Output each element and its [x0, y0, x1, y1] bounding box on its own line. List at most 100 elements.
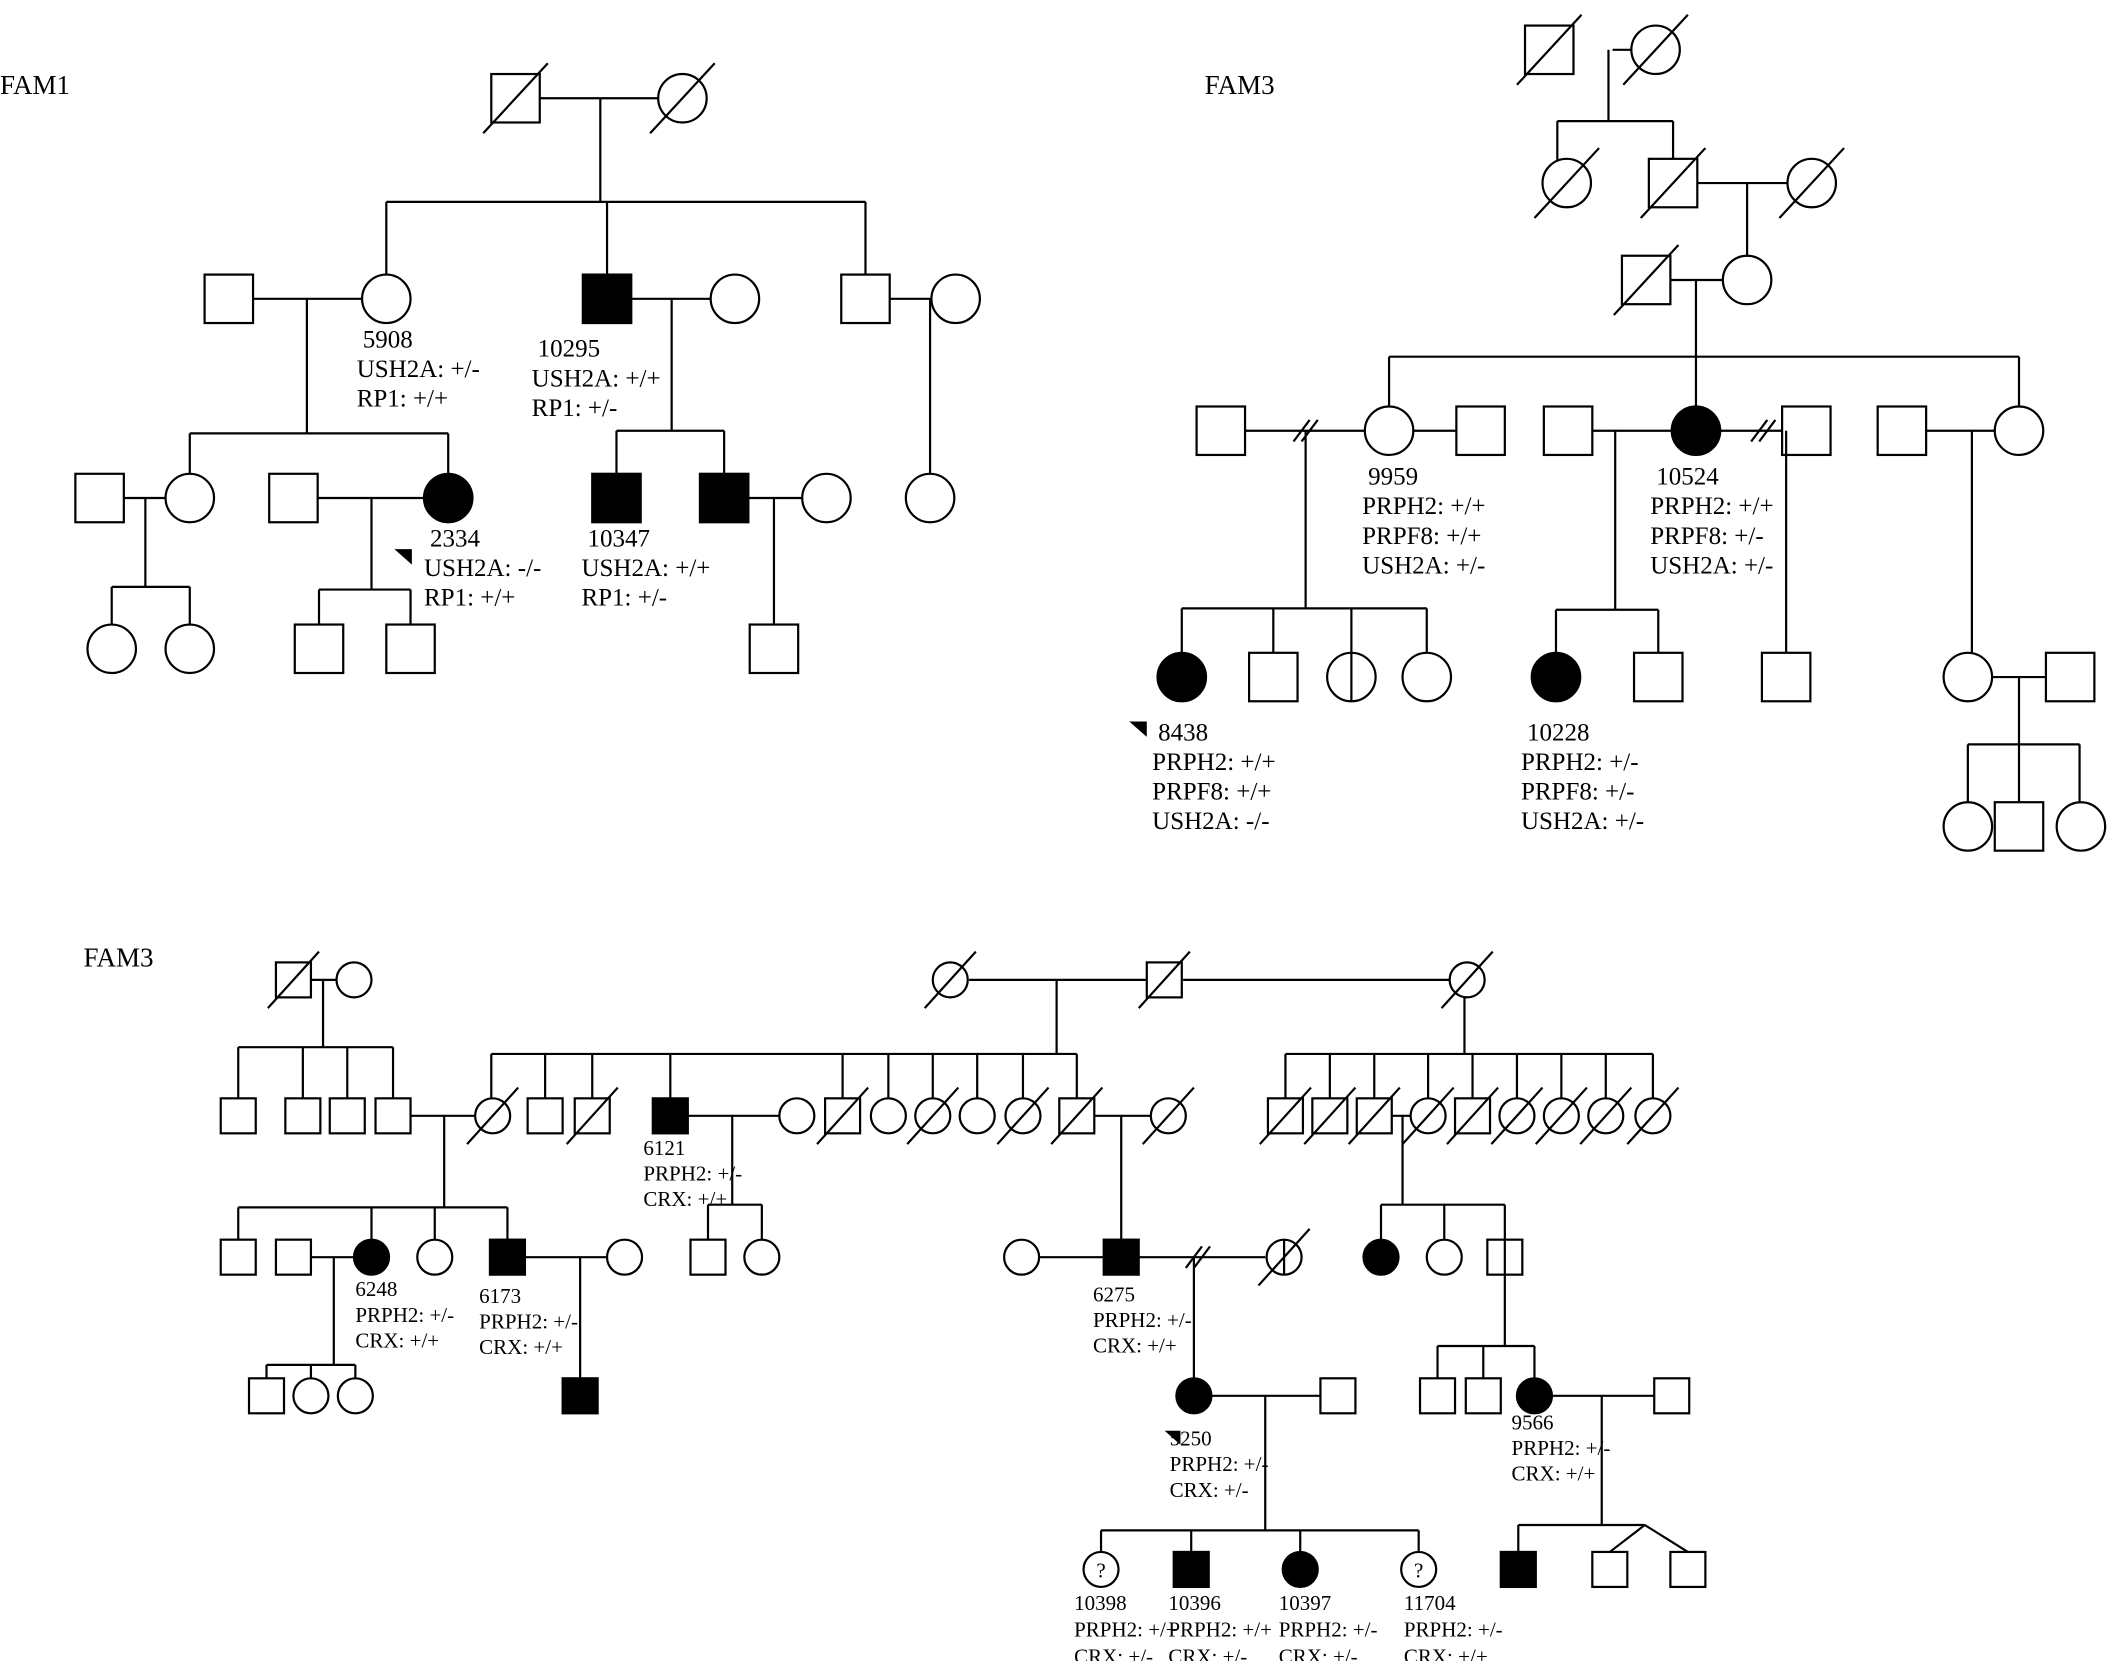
- deceased-slash: [565, 1086, 619, 1145]
- genotype-label: CRX: +/+: [1093, 1334, 1177, 1358]
- female-individual-affected: [1175, 1377, 1213, 1415]
- female-individual: [292, 1377, 330, 1415]
- male-individual: [1993, 801, 2045, 852]
- circle-symbol: [869, 1097, 907, 1135]
- female-individual: [1721, 254, 1773, 306]
- circle-symbol: [1156, 651, 1208, 703]
- individual-id: 5250: [1170, 1427, 1212, 1451]
- female-individual: [801, 472, 852, 524]
- square-symbol: [1172, 1550, 1210, 1589]
- square-symbol: [651, 1097, 689, 1135]
- deceased-slash: [1347, 1086, 1401, 1145]
- genotype-label: RP1: +/+: [424, 585, 515, 612]
- male-individual: [374, 1097, 412, 1135]
- circle-symbol: [2055, 801, 2107, 852]
- female-individual-deceased: [1141, 1086, 1195, 1145]
- individual-id: 10397: [1279, 1591, 1332, 1615]
- square-symbol: [526, 1097, 564, 1135]
- individual-id: 5908: [363, 326, 413, 353]
- genotype-label: PRPH2: +/-: [1279, 1618, 1378, 1642]
- female-individual: [1942, 801, 1994, 852]
- male-individual: [1247, 651, 1299, 703]
- square-symbol: [1195, 405, 1247, 457]
- genotype-label: USH2A: +/+: [532, 365, 661, 392]
- genotype-label: PRPH2: +/-: [1170, 1452, 1269, 1476]
- male-individual: [1319, 1377, 1357, 1415]
- female-individual: [743, 1238, 781, 1276]
- deceased-slash: [1141, 1086, 1195, 1145]
- female-individual-deceased: [1533, 147, 1600, 219]
- female-individual-affected: [352, 1238, 391, 1276]
- square-symbol: [748, 623, 800, 675]
- circle-symbol: [743, 1238, 781, 1276]
- square-symbol: [561, 1377, 599, 1415]
- deceased-slash: [267, 950, 320, 1009]
- female-individual-affected: [1670, 405, 1722, 457]
- male-individual-deceased: [1347, 1086, 1401, 1145]
- deceased-slash: [923, 950, 977, 1009]
- female-individual: ?: [1400, 1550, 1438, 1589]
- proband-arrow-icon: [1164, 1430, 1181, 1445]
- square-symbol: [2044, 651, 2096, 703]
- deceased-slash: [1137, 950, 1191, 1009]
- female-individual-deceased: [1579, 1086, 1633, 1145]
- individual-id: 9959: [1368, 464, 1418, 491]
- female-individual-deceased: [1534, 1086, 1588, 1145]
- deceased-slash: [1778, 147, 1845, 219]
- deceased-slash: [466, 1086, 520, 1145]
- female-individual-deceased: [1778, 147, 1845, 219]
- genotype-label: CRX: +/-: [1074, 1645, 1153, 1661]
- male-individual-affected: [1172, 1550, 1210, 1589]
- circle-symbol: [164, 623, 216, 675]
- genotype-label: USH2A: -/-: [1152, 808, 1269, 835]
- square-symbol: [1542, 405, 1594, 457]
- individual-id: 6121: [643, 1136, 685, 1160]
- male-individual-deceased: [1613, 244, 1680, 316]
- circle-symbol: [930, 273, 981, 325]
- family-label: FAM1: [0, 70, 70, 100]
- square-symbol: [203, 273, 255, 325]
- female-individual-deceased: [923, 950, 977, 1009]
- divorce-mark: [1300, 419, 1319, 443]
- genotype-label: CRX: +/-: [1170, 1478, 1249, 1502]
- connector-line: [1644, 1524, 1689, 1553]
- square-symbol: [591, 472, 642, 524]
- female-individual: [869, 1097, 907, 1135]
- circle-symbol: [1281, 1550, 1319, 1589]
- square-symbol: [1591, 1550, 1629, 1589]
- square-symbol: [1102, 1238, 1140, 1276]
- deceased-slash: [649, 62, 716, 135]
- male-individual: [1455, 405, 1506, 457]
- male-individual-affected: [698, 472, 750, 524]
- square-symbol: [74, 472, 125, 524]
- deceased-slash: [1579, 1086, 1633, 1145]
- female-individual-deceased: [649, 62, 716, 135]
- circle-symbol: [1670, 405, 1722, 457]
- individual-id: 6248: [355, 1277, 397, 1301]
- male-individual: [1542, 405, 1594, 457]
- male-individual: [284, 1097, 322, 1135]
- male-individual: [385, 623, 436, 675]
- square-symbol: [328, 1097, 366, 1135]
- female-individual: [360, 273, 412, 325]
- male-individual: [74, 472, 125, 524]
- square-symbol: [1876, 405, 1928, 457]
- circle-symbol: [86, 623, 138, 675]
- female-individual: [1942, 651, 1994, 703]
- male-individual: [268, 472, 319, 524]
- male-individual-affected: [1499, 1550, 1537, 1589]
- square-symbol: [1499, 1550, 1537, 1589]
- square-symbol: [219, 1097, 257, 1135]
- genotype-label: PRPF8: +/-: [1521, 779, 1634, 806]
- male-individual: [219, 1097, 257, 1135]
- circle-symbol: [1425, 1238, 1463, 1276]
- genotype-label: USH2A: +/+: [581, 555, 710, 582]
- circle-symbol: [1175, 1377, 1213, 1415]
